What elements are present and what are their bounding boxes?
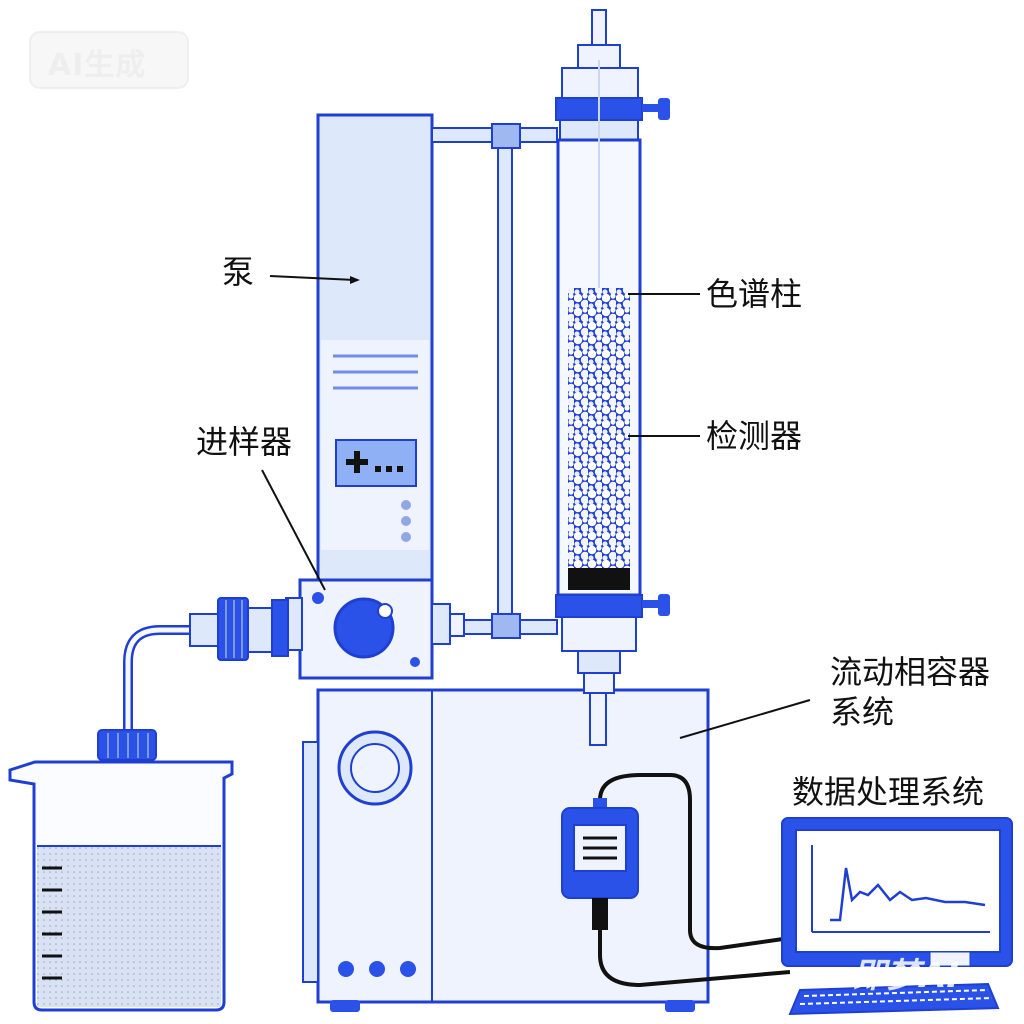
indicator-light-2 <box>369 961 385 977</box>
solvent-beaker <box>8 729 234 1012</box>
label-mobile-phase-line2: 系统 <box>830 693 895 731</box>
watermark-top-left: AI生成 <box>48 48 147 83</box>
label-detector: 检测器 <box>706 417 803 455</box>
watermark-bottom-right: 即梦AI <box>852 956 959 996</box>
chromatography-column <box>555 9 670 746</box>
indicator-light-1 <box>338 961 354 977</box>
chromatogram-trace <box>830 867 986 922</box>
pump-display <box>335 439 417 487</box>
label-pump: 泵 <box>222 253 255 291</box>
indicator-light-3 <box>400 961 416 977</box>
base-cabinet <box>302 688 710 1012</box>
stationary-phase-packing <box>568 288 630 570</box>
pump-unit <box>316 113 434 582</box>
detector-module <box>561 773 791 988</box>
label-column: 色谱柱 <box>706 275 803 313</box>
watermark-badge <box>29 31 189 89</box>
injector-valve <box>285 578 465 680</box>
support-frame <box>431 123 558 639</box>
label-injector: 进样器 <box>196 423 293 461</box>
label-mobile-phase-line1: 流动相容器 <box>830 653 991 691</box>
data-monitor <box>781 817 1013 967</box>
keyboard <box>788 982 1000 1016</box>
label-data-system: 数据处理系统 <box>792 773 985 811</box>
label-mobile-phase: 流动相容器 系统 <box>830 652 990 732</box>
leader-lines <box>261 275 811 739</box>
